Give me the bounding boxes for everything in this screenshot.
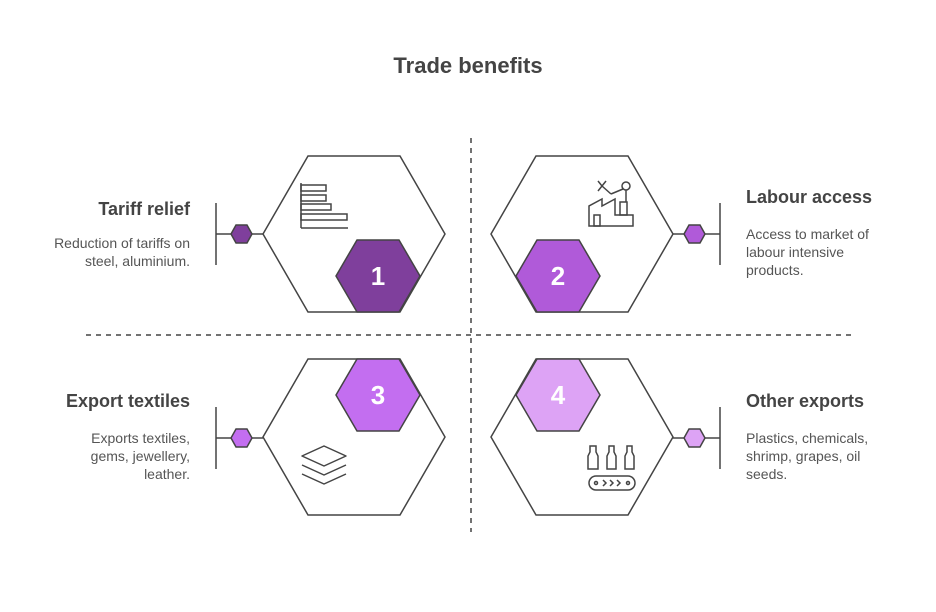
factory-robot-icon (588, 180, 634, 227)
small-hexagon-4 (683, 428, 706, 448)
number-label-2: 2 (551, 261, 565, 291)
number-label-3: 3 (371, 380, 385, 410)
small-hexagon-1 (230, 224, 253, 244)
bar-chart-icon (300, 183, 348, 229)
layers-icon (301, 445, 347, 485)
number-hexagon-1 (335, 239, 421, 313)
item-description-3: Exports textiles, gems, jewellery, leath… (90, 430, 190, 482)
diagram-title: Trade benefits (393, 53, 543, 78)
item-title-3: Export textiles (65, 391, 190, 411)
number-hexagon-3 (335, 358, 421, 432)
bottles-conveyor-icon (587, 445, 636, 491)
item-description-4: Plastics, chemicals, shrimp, grapes, oil… (746, 430, 869, 482)
number-hexagon-2 (515, 239, 601, 313)
item-title-1: Tariff relief (98, 199, 190, 219)
small-hexagon-2 (683, 224, 706, 244)
small-hexagon-3 (230, 428, 253, 448)
connector-4 (673, 407, 721, 469)
number-label-4: 4 (551, 380, 566, 410)
item-title-4: Other exports (746, 391, 865, 411)
number-label-1: 1 (371, 261, 385, 291)
connector-3 (215, 407, 263, 469)
connector-2 (673, 203, 721, 265)
item-description-2: Access to market of labour intensive pro… (746, 226, 869, 278)
item-title-2: Labour access (746, 187, 873, 207)
item-description-1: Reduction of tariffs on steel, aluminium… (54, 235, 190, 269)
connector-1 (215, 203, 263, 265)
number-hexagon-4 (515, 358, 601, 432)
